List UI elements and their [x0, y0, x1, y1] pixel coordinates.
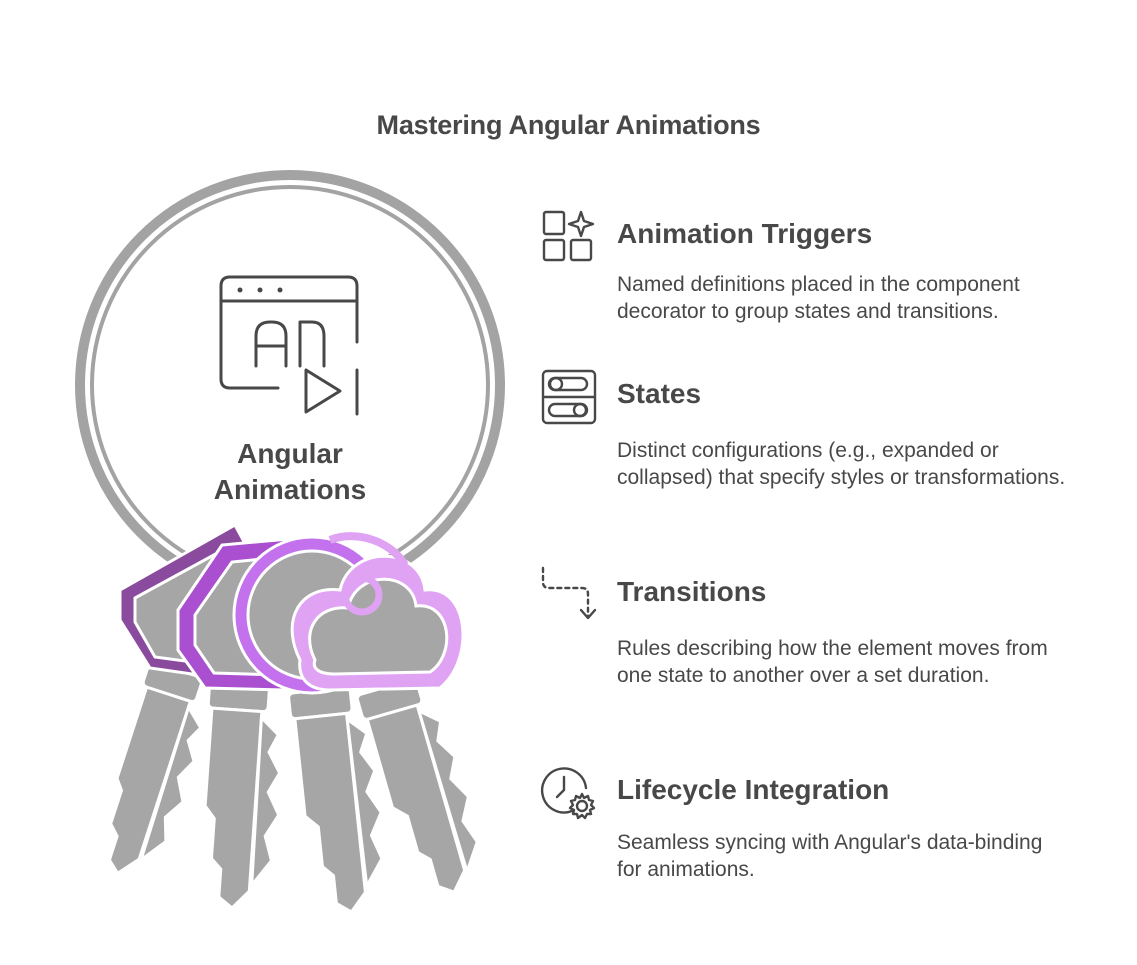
- item-description: Named definitions placed in the componen…: [617, 273, 1020, 323]
- widgets-sparkle-icon: [542, 210, 595, 262]
- item-description: Rules describing how the element moves f…: [617, 637, 1048, 687]
- key-head-4: [290, 554, 465, 692]
- center-label-line2: Animations: [213, 474, 367, 505]
- item-title: States: [617, 378, 702, 409]
- item-title: Lifecycle Integration: [617, 774, 890, 805]
- item-description: Seamless syncing with Angular's data-bin…: [617, 831, 1043, 881]
- clock-gear-icon: [540, 767, 596, 820]
- dashed-route-arrow-icon: [541, 566, 597, 620]
- center-label: Angular Animations: [180, 436, 400, 508]
- item-description: Distinct configurations (e.g., expanded …: [617, 439, 1066, 489]
- page-title: Mastering Angular Animations: [376, 110, 761, 140]
- key-blades: [107, 660, 479, 914]
- item-title: Animation Triggers: [617, 218, 873, 249]
- toggle-switches-icon: [541, 369, 597, 425]
- animation-window-icon: [219, 275, 359, 416]
- item-title: Transitions: [617, 576, 767, 607]
- keyring-illustration: [73, 168, 507, 914]
- center-label-line1: Angular: [237, 438, 343, 469]
